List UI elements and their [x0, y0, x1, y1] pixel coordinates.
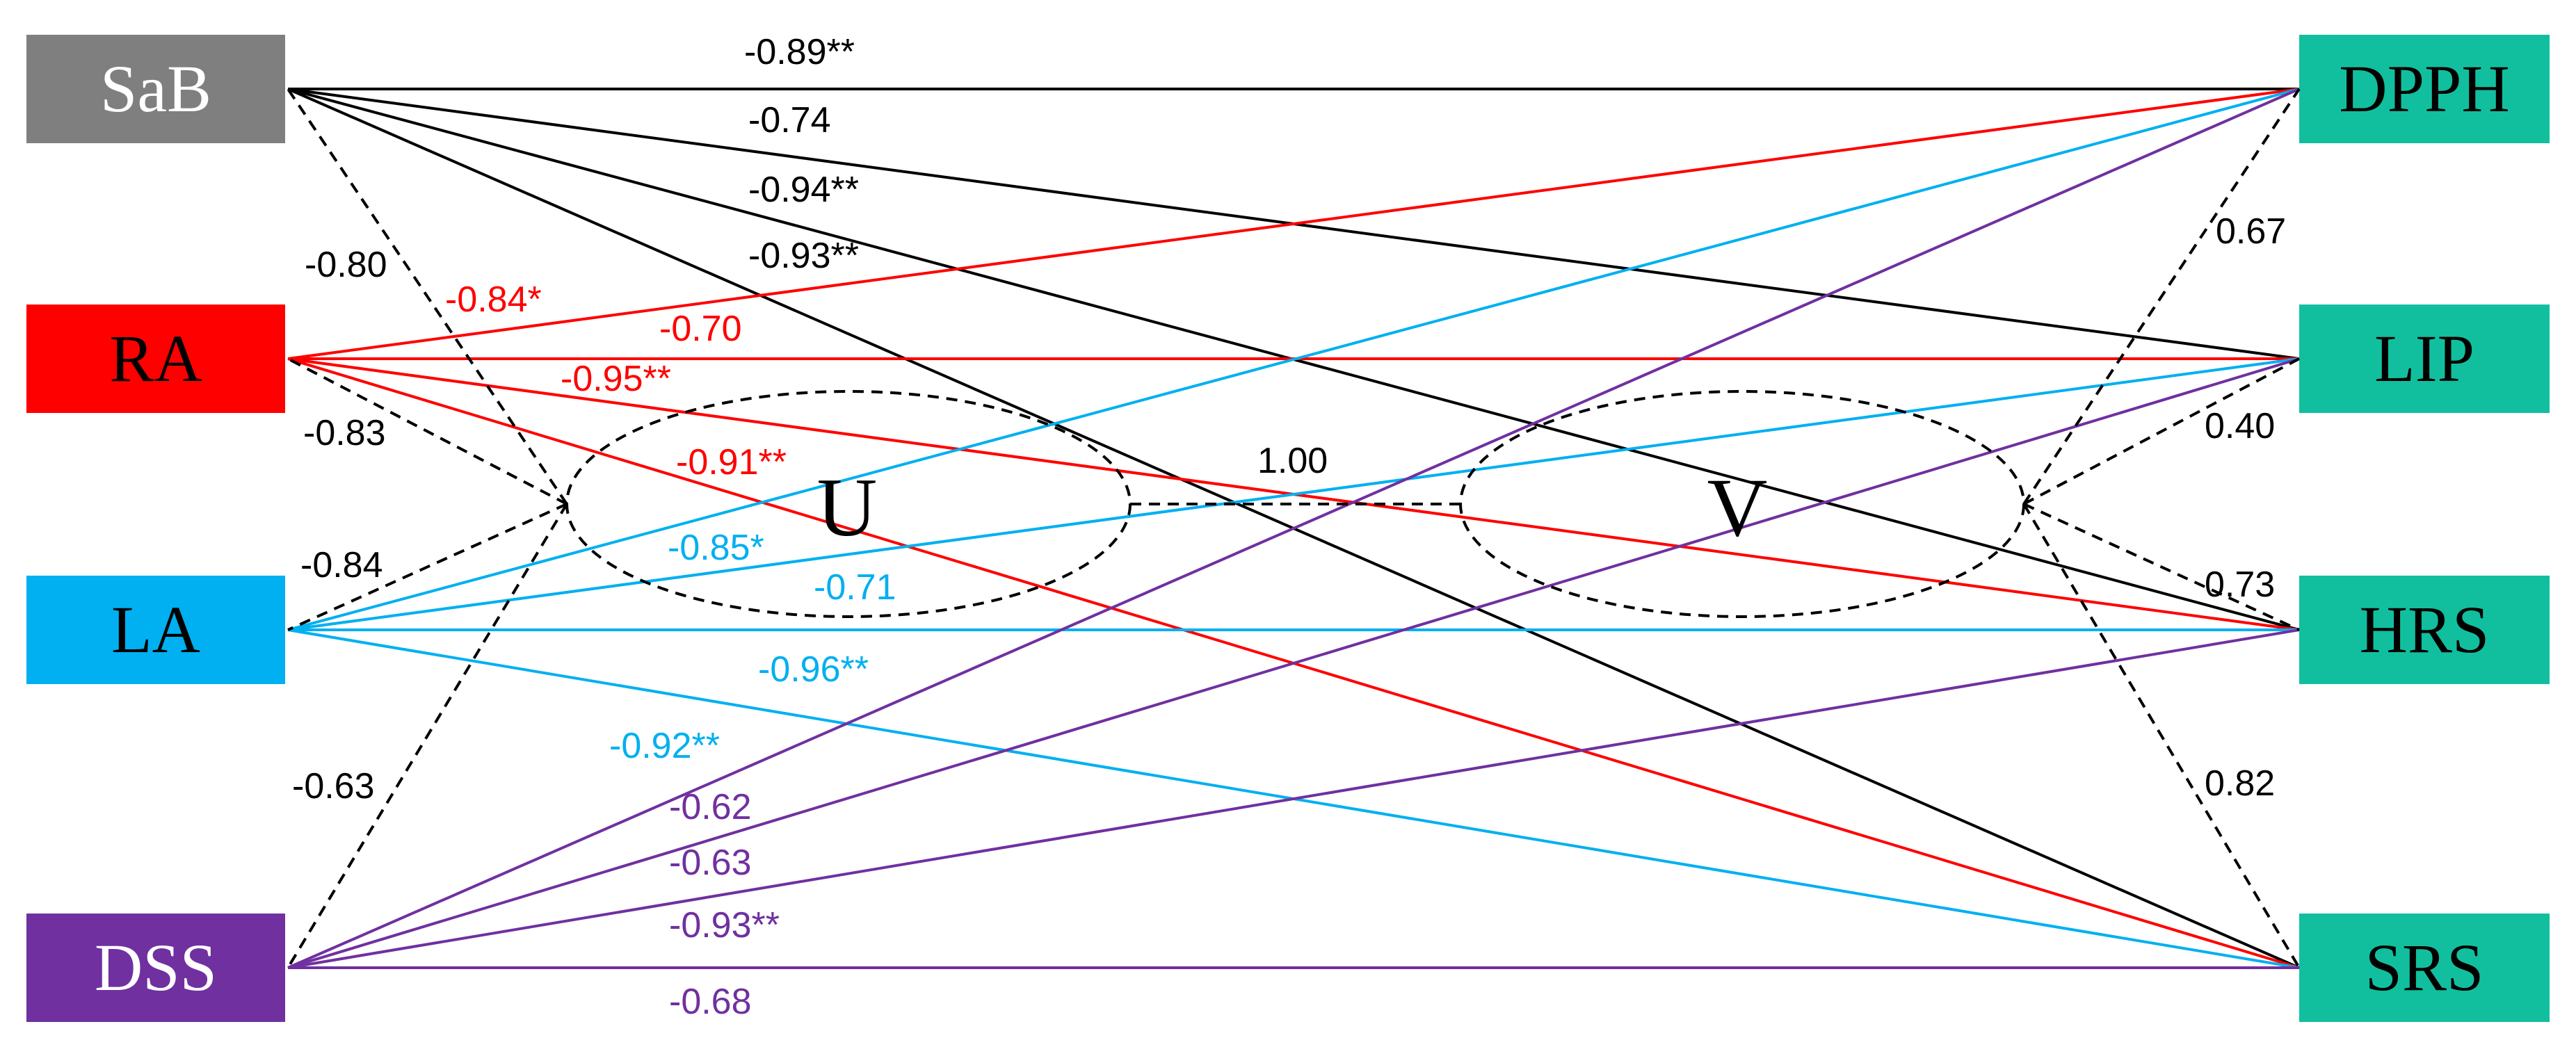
correlation-label-dss-srs: -0.68 — [669, 982, 752, 1022]
right-node-hrs: HRS — [2299, 576, 2550, 684]
correlation-label-dss-dpph: -0.62 — [669, 787, 752, 827]
correlation-label-sab-srs: -0.93** — [748, 236, 859, 276]
v-loading-label-dpph: 0.67 — [2216, 211, 2286, 252]
left-node-box-ra — [26, 305, 285, 413]
right-node-label-srs: SRS — [2365, 930, 2484, 1005]
left-node-la: LA — [26, 576, 285, 684]
v-loading-label-lip: 0.40 — [2205, 406, 2275, 446]
edge-ra-dpph — [287, 88, 2300, 360]
right-node-srs: SRS — [2299, 914, 2550, 1022]
u-loading-label-ra: -0.83 — [303, 413, 386, 453]
correlation-label-ra-hrs: -0.95** — [561, 359, 671, 399]
correlation-label-la-srs: -0.92** — [609, 726, 720, 766]
edge-dss-dpph — [287, 88, 2300, 969]
correlation-label-sab-dpph: -0.89** — [744, 32, 855, 72]
right-node-box-hrs — [2299, 576, 2550, 684]
u-loading-line-ra — [287, 357, 567, 505]
correlation-label-ra-dpph: -0.84* — [445, 279, 542, 320]
correlation-label-sab-lip: -0.74 — [748, 100, 831, 140]
canonical-variable-v-label: V — [1707, 461, 1768, 553]
v-loading-line-lip — [2023, 357, 2300, 505]
correlation-label-ra-lip: -0.70 — [659, 309, 742, 349]
correlation-label-ra-srs: -0.91** — [676, 442, 787, 482]
right-node-box-srs — [2299, 914, 2550, 1022]
u-loading-label-dss: -0.63 — [292, 766, 375, 806]
v-loading-line-dpph — [2022, 88, 2301, 505]
correlation-label-dss-lip: -0.63 — [669, 843, 752, 883]
right-node-box-lip — [2299, 305, 2550, 413]
correlation-label-la-hrs: -0.96** — [758, 649, 869, 690]
right-node-label-dpph: DPPH — [2339, 51, 2509, 126]
v-loading-line-srs — [2022, 503, 2301, 969]
right-node-label-hrs: HRS — [2360, 592, 2490, 667]
edge-dss-lip — [287, 357, 2300, 969]
edge-la-dpph — [287, 88, 2300, 631]
v-loading-label-hrs: 0.73 — [2205, 565, 2275, 605]
canonical-variable-v-ellipse — [1459, 390, 2025, 618]
left-node-box-la — [26, 576, 285, 684]
left-node-label-la: LA — [111, 592, 200, 667]
left-node-label-dss: DSS — [95, 930, 217, 1005]
right-node-box-dpph — [2299, 35, 2550, 143]
left-node-ra: RA — [26, 305, 285, 413]
right-node-lip: LIP — [2299, 305, 2550, 413]
correlation-label-dss-hrs: -0.93** — [669, 905, 780, 945]
edge-dss-hrs — [287, 628, 2300, 969]
correlation-label-sab-hrs: -0.94** — [748, 170, 859, 210]
correlation-label-la-lip: -0.71 — [814, 567, 896, 608]
uv-correlation-label: 1.00 — [1257, 441, 1328, 481]
right-node-label-lip: LIP — [2374, 321, 2474, 396]
canonical-variable-u-label: U — [817, 461, 878, 553]
u-loading-line-la — [287, 503, 567, 631]
correlation-label-la-dpph: -0.85* — [668, 528, 764, 568]
left-node-label-sab: SaB — [100, 51, 211, 126]
left-node-box-dss — [26, 914, 285, 1022]
left-node-label-ra: RA — [109, 321, 202, 396]
v-loading-line-hrs — [2023, 503, 2300, 631]
u-loading-line-sab — [287, 88, 568, 505]
u-loading-label-la: -0.84 — [300, 545, 383, 585]
u-loading-line-dss — [287, 503, 568, 969]
v-loading-label-srs: 0.82 — [2205, 763, 2275, 804]
canonical-variable-u-ellipse — [565, 390, 1132, 618]
left-node-dss: DSS — [26, 914, 285, 1022]
left-node-sab: SaB — [26, 35, 285, 143]
edge-la-lip — [287, 357, 2300, 631]
right-node-dpph: DPPH — [2299, 35, 2550, 143]
u-loading-label-sab: -0.80 — [305, 245, 387, 285]
left-node-box-sab — [26, 35, 285, 143]
